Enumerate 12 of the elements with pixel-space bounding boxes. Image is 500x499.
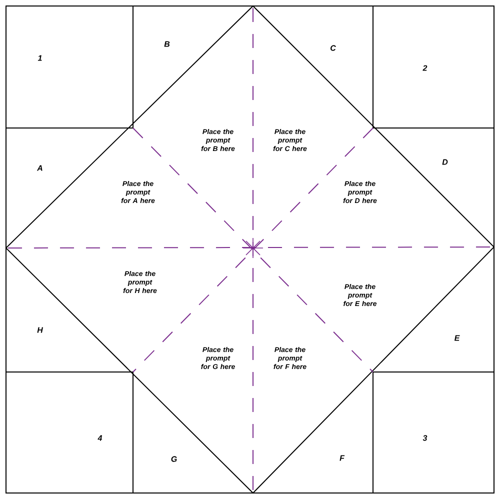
flap-letter: F <box>340 455 345 461</box>
flap-letter: C <box>330 45 336 51</box>
flap-letter: E <box>454 335 460 341</box>
flap-letter: A <box>36 165 42 171</box>
flap-letter: G <box>171 456 177 462</box>
flap-letter: D <box>442 159 448 165</box>
corner-number: 3 <box>422 435 428 441</box>
flap-letter: H <box>37 327 44 333</box>
corner-number: 1 <box>38 55 42 61</box>
corner-number: 2 <box>422 65 428 71</box>
corner-number: 4 <box>98 435 102 441</box>
flap-letter: B <box>164 41 170 47</box>
